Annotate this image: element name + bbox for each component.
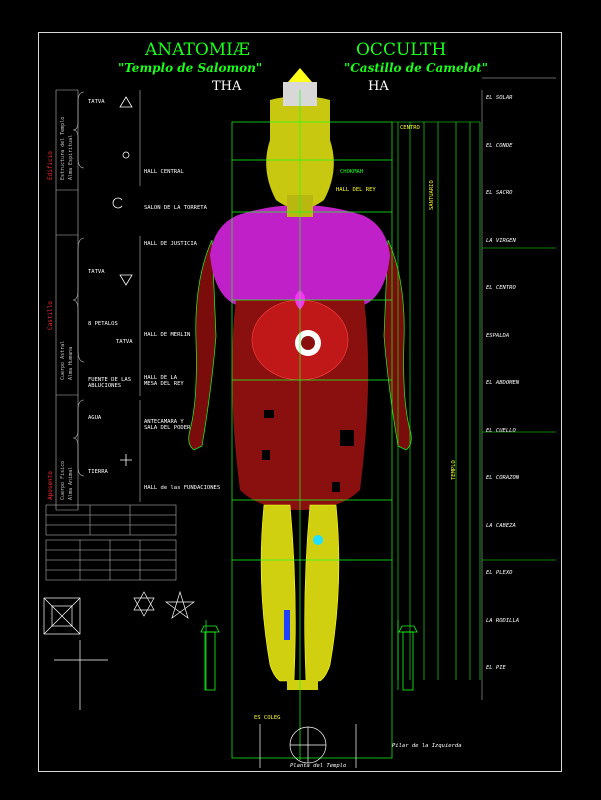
green-grid [205, 90, 399, 760]
bottom-left-tables [45, 504, 177, 581]
right-col-templo: TEMPLO [451, 460, 457, 480]
right-list-item: EL CORAZON [486, 475, 520, 481]
svg-text:Alma Espiritual: Alma Espiritual [68, 135, 74, 180]
svg-text:Castillo: Castillo [47, 301, 54, 330]
footer-pilar: Pilar de la Izquierda [392, 743, 462, 749]
tag-tha: THA [212, 79, 242, 94]
right-list-rules [481, 77, 556, 700]
label-salon-torreta: SALON DE LA TORRETA [144, 205, 207, 211]
right-list-item: LA VIRGEN [486, 237, 516, 244]
footer-planta: Planta del Templo [290, 763, 347, 769]
right-list-item: EL SACRO [486, 190, 513, 196]
right-list-item: EL CONDE [486, 142, 513, 149]
right-list-item: EL SOLAR [486, 95, 513, 101]
right-separators [482, 247, 556, 561]
subtitle-castillo: "Castillo de Camelot" [344, 61, 488, 75]
label-hall-rey: HALL DE LA MESA DEL REY [144, 375, 184, 387]
right-list-item: EL CENTRO [486, 285, 516, 291]
left-sidebar-rules [55, 89, 141, 511]
right-vertical-columns [392, 121, 481, 680]
title-anatomiae: ANATOMIÆ [145, 40, 250, 60]
label-chokmah: CHOKMAH [340, 169, 364, 175]
label-tatva-2: TATVA [88, 269, 105, 275]
label-hall-central: HALL CENTRAL [144, 169, 184, 175]
drawing-frame [38, 32, 562, 772]
label-hall-justicia: HALL DE JUSTICIA [144, 241, 197, 247]
bottom-sign: ES COLEG [254, 715, 281, 721]
right-list-item: EL PLEXO [486, 570, 513, 576]
bottom-left-diagrams [43, 590, 196, 710]
right-list-item: EL CUELLO [486, 427, 516, 434]
label-hall-fundaciones: HALL de las FUNDACIONES [144, 485, 221, 491]
right-list: EL SOLAR EL CONDE EL SACRO LA VIRGEN EL CENT… [486, 95, 556, 672]
svg-text:Cuerpo Fisico: Cuerpo Fisico [60, 461, 66, 500]
left-icons [112, 96, 133, 466]
label-hall-merlin: HALL DE MERLIN [144, 332, 191, 338]
pillars [200, 625, 418, 691]
label-tatva: TATVA [88, 99, 105, 105]
left-red-vertical-text: Edificio Castillo Aposento [47, 151, 54, 500]
label-fuente: FUENTE DE LAS ABLUCIONES [88, 377, 132, 389]
right-list-item: LA RODILLA [486, 617, 520, 624]
tag-ha: HA [368, 79, 389, 94]
title-occulth: OCCULTH [356, 40, 447, 60]
label-petalos: 8 PETALOS [88, 321, 118, 327]
right-list-item: EL PIE [486, 665, 506, 671]
label-tatva-3: TATVA [116, 339, 133, 345]
svg-text:Alma Animal: Alma Animal [68, 467, 74, 500]
svg-text:Aposento: Aposento [47, 471, 54, 500]
svg-text:Cuerpo Astral: Cuerpo Astral [60, 341, 66, 380]
label-antecamara: ANTECAMARA Y SALA DEL PODER [144, 419, 191, 431]
svg-text:Alma Humana: Alma Humana [68, 347, 74, 380]
label-hall-rey-head: HALL DEL REY [336, 187, 376, 193]
right-list-item: LA CABEZA [486, 522, 516, 529]
svg-text:Estructura del Templo: Estructura del Templo [60, 117, 66, 180]
bottom-compass [259, 724, 357, 768]
label-agua: AGUA [88, 415, 102, 421]
right-col-header: CENTRO [400, 125, 420, 131]
right-list-item: ESPALDA [486, 332, 510, 339]
left-white-vertical-text: Estructura del Templo Alma Espiritual Cu… [60, 117, 74, 500]
right-col-vertical: SANTUARIO [429, 180, 435, 210]
label-tierra: TIERRA [88, 469, 108, 475]
svg-text:Edificio: Edificio [47, 151, 54, 180]
right-list-item: EL ABDOMEN [486, 380, 520, 386]
subtitle-templo: "Templo de Salomon" [118, 61, 263, 75]
